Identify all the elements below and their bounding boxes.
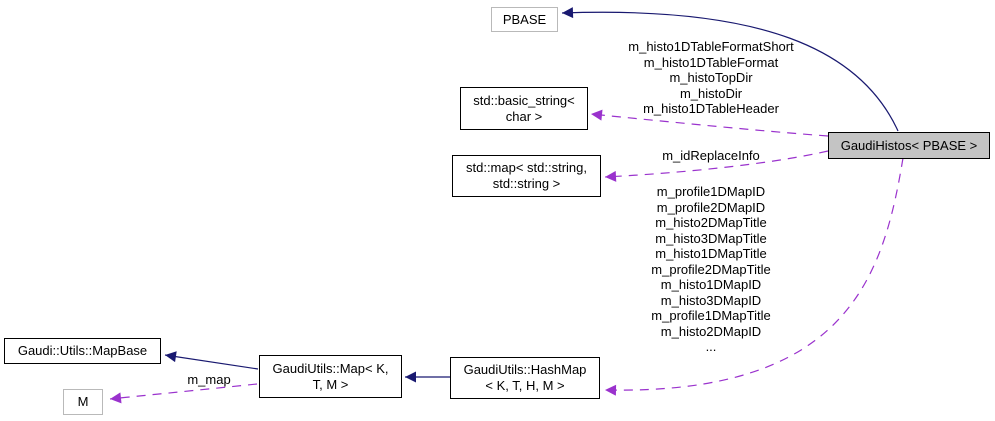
inheritance-edge-map-to-mapbase: [164, 351, 259, 370]
node-gaudiutils-hashmap[interactable]: GaudiUtils::HashMap < K, T, H, M >: [450, 357, 600, 399]
edge-label-m-idreplaceinfo: m_idReplaceInfo: [662, 148, 760, 163]
edge-label-map-members: m_profile1DMapID m_profile2DMapID m_hist…: [651, 184, 771, 354]
node-std-basic-string[interactable]: std::basic_string< char >: [460, 87, 588, 130]
node-gaudi-utils-mapbase[interactable]: Gaudi::Utils::MapBase: [4, 338, 161, 364]
edge-label-m-map: m_map: [187, 372, 231, 387]
node-gaudihistos-pbase: GaudiHistos< PBASE >: [828, 132, 990, 159]
usage-edge-gaudihistos-to-std-map: [604, 150, 829, 182]
usage-edge-gaudihistos-to-basic-string: [590, 109, 829, 137]
node-pbase: PBASE: [491, 7, 558, 32]
node-std-map[interactable]: std::map< std::string, std::string >: [452, 155, 601, 197]
usage-edge-map-to-m: [109, 383, 258, 404]
inheritance-edge-gaudihistos-to-pbase: [561, 7, 899, 132]
node-m: M: [63, 389, 103, 415]
usage-edge-gaudihistos-to-hashmap: [604, 157, 904, 396]
edge-label-string-members: m_histo1DTableFormatShort m_histo1DTable…: [628, 39, 794, 116]
node-gaudiutils-map[interactable]: GaudiUtils::Map< K, T, M >: [259, 355, 402, 398]
